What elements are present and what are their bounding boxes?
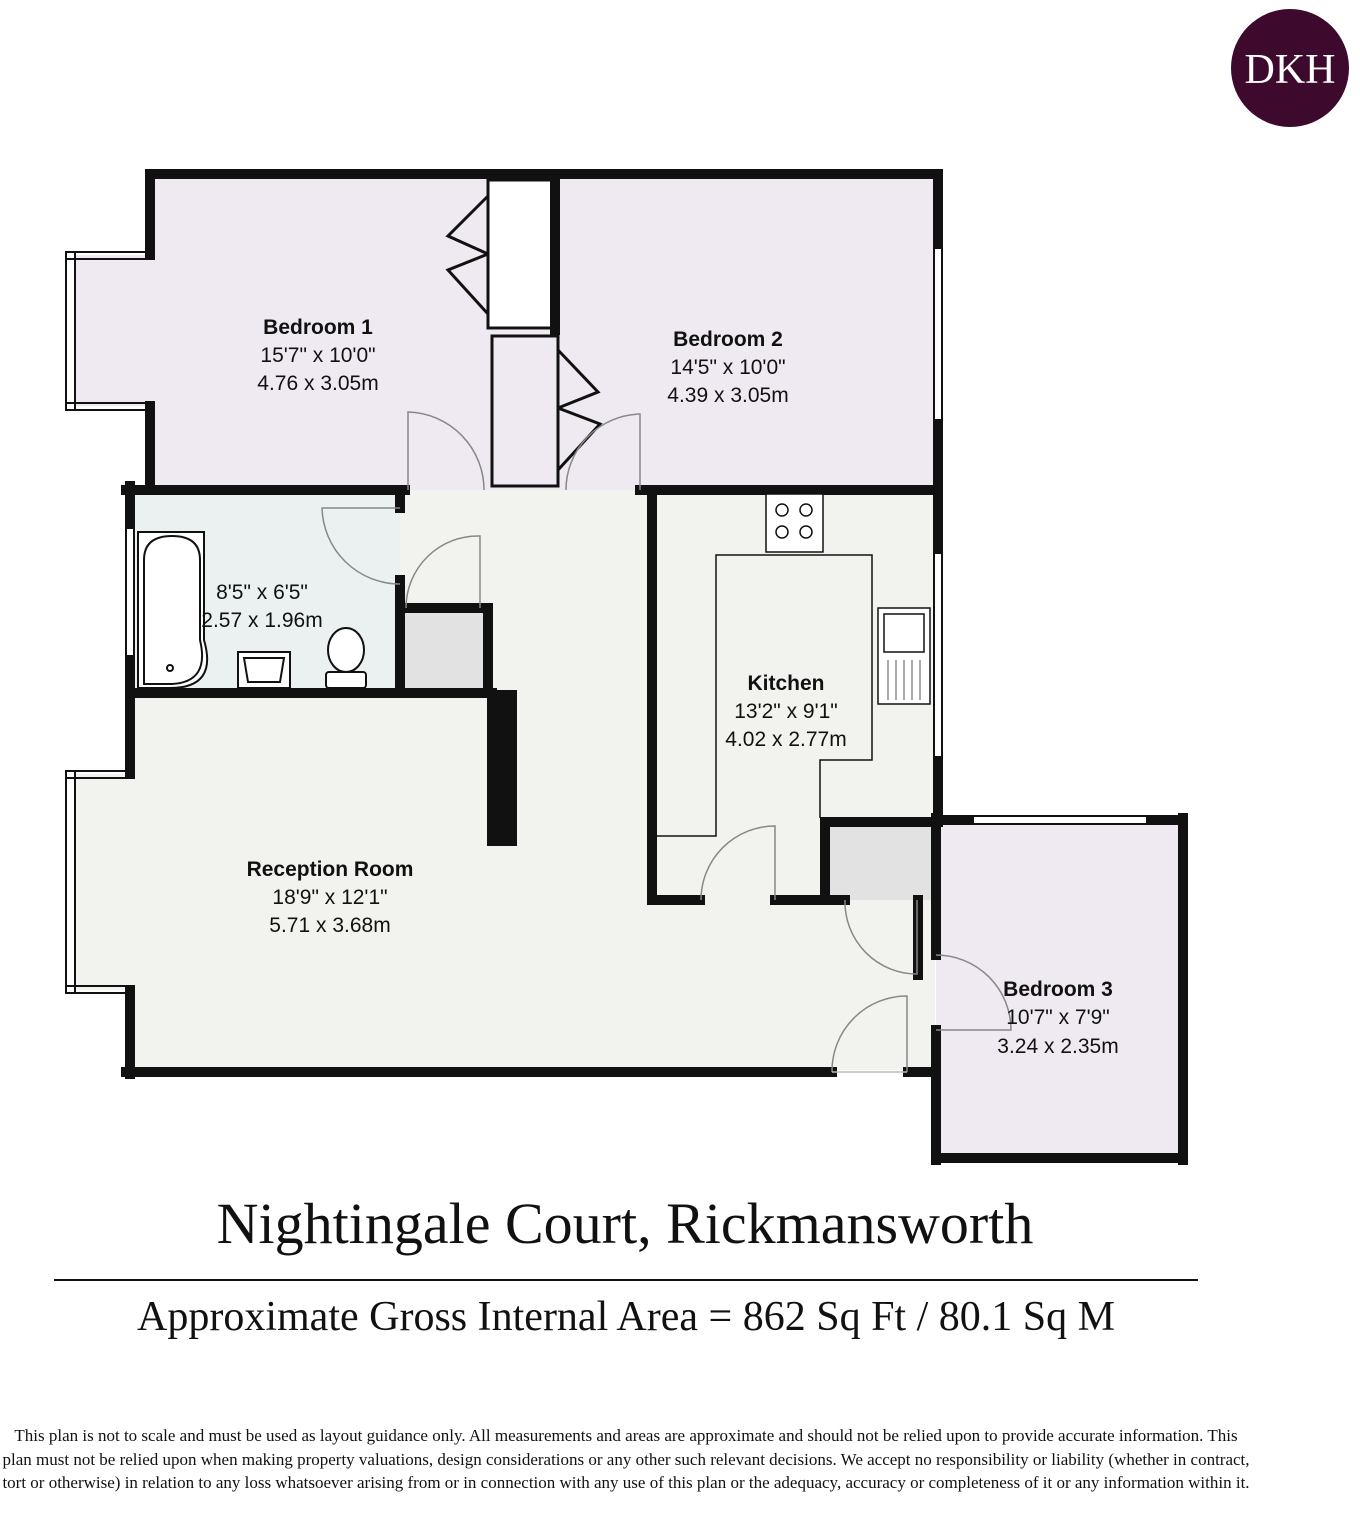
bathroom-fixtures <box>137 531 367 689</box>
bath-icon <box>137 531 209 689</box>
wardrobe-bed1 <box>486 178 554 330</box>
kitchen-metric: 4.02 x 2.77m <box>725 728 846 751</box>
doors <box>321 411 1012 1073</box>
cupboard-floor <box>825 822 936 900</box>
door-bathroom <box>321 507 401 585</box>
door-kitchen <box>700 825 776 901</box>
bedroom-1-floor <box>70 176 555 490</box>
hob-burner-icon <box>799 503 813 517</box>
bath-inner <box>143 534 204 685</box>
windows <box>65 247 1148 994</box>
wardrobes <box>445 178 603 488</box>
reception-name: Reception Room <box>247 858 414 881</box>
gross-internal-area: Approximate Gross Internal Area = 862 Sq… <box>137 1294 1115 1340</box>
hob-burner-icon <box>799 525 813 539</box>
bedroom-3-floor <box>936 822 1183 1158</box>
sink-drainer-icon <box>887 660 921 700</box>
sink-bowl-icon <box>883 613 925 653</box>
logo-badge <box>1231 9 1349 127</box>
door-entrance <box>831 995 908 1073</box>
bath-plug-icon <box>166 664 174 672</box>
bedroom-3-name: Bedroom 3 <box>1003 978 1113 1001</box>
door-cupboard <box>844 899 918 975</box>
bedroom-2-floor <box>555 176 938 490</box>
room-labels: Bedroom 1 15'7" x 10'0" 4.76 x 3.05m Bed… <box>201 316 1118 1058</box>
walls <box>121 169 1188 1165</box>
wardrobe-bed2 <box>490 334 560 488</box>
door-bed2 <box>565 413 641 491</box>
kitchen-name: Kitchen <box>747 672 824 695</box>
bedroom-1-name: Bedroom 1 <box>263 316 373 339</box>
basin-bowl <box>242 657 286 683</box>
window-bathroom <box>125 527 135 657</box>
wardrobe-bed2-doors <box>556 348 601 410</box>
bedroom-2-metric: 4.39 x 3.05m <box>667 384 788 407</box>
reception-imperial: 18'9" x 12'1" <box>272 886 387 909</box>
hob-burner-icon <box>775 525 789 539</box>
title-divider <box>54 1279 1198 1281</box>
property-title: Nightingale Court, Rickmansworth <box>216 1191 1034 1256</box>
door-bed3 <box>935 954 1012 1031</box>
chimney-breast <box>487 690 517 846</box>
window-reception-bay <box>65 770 76 994</box>
reception-metric: 5.71 x 3.68m <box>269 914 390 937</box>
bedroom-3-imperial: 10'7" x 7'9" <box>1006 1006 1110 1029</box>
bedroom-1-imperial: 15'7" x 10'0" <box>260 344 375 367</box>
wardrobe-bed1-doors-2 <box>445 252 490 316</box>
wall-top <box>145 169 943 260</box>
kitchen-worktop <box>656 554 873 837</box>
logo-text: DKH <box>1245 47 1336 93</box>
window-kitchen <box>933 552 943 758</box>
kitchen-imperial: 13'2" x 9'1" <box>734 700 838 723</box>
bedroom-2-imperial: 14'5" x 10'0" <box>670 356 785 379</box>
bathroom-imperial: 8'5" x 6'5" <box>216 581 308 604</box>
bedroom-3-metric: 3.24 x 2.35m <box>997 1035 1118 1058</box>
disclaimer-text: This plan is not to scale and must be us… <box>2 1426 1250 1492</box>
window-bed2 <box>933 247 943 421</box>
bathroom-metric: 2.57 x 1.96m <box>201 609 322 632</box>
kitchen-fixtures <box>656 493 931 837</box>
dkh-logo: DKH <box>1231 9 1349 127</box>
hob-burner-icon <box>775 503 789 517</box>
bedroom-2-name: Bedroom 2 <box>673 328 783 351</box>
door-bed1 <box>407 411 485 491</box>
wardrobe-bed2-doors-2 <box>556 406 603 472</box>
window-bed1-bay <box>65 251 76 411</box>
toilet-cistern-icon <box>325 671 367 689</box>
toilet-icon <box>327 627 365 673</box>
wardrobe-bed1-doors <box>445 194 490 256</box>
hob-icon <box>765 493 824 553</box>
door-store <box>405 535 481 609</box>
store-floor <box>400 610 488 693</box>
window-bed3 <box>972 815 1148 825</box>
bedroom-1-metric: 4.76 x 3.05m <box>257 372 378 395</box>
